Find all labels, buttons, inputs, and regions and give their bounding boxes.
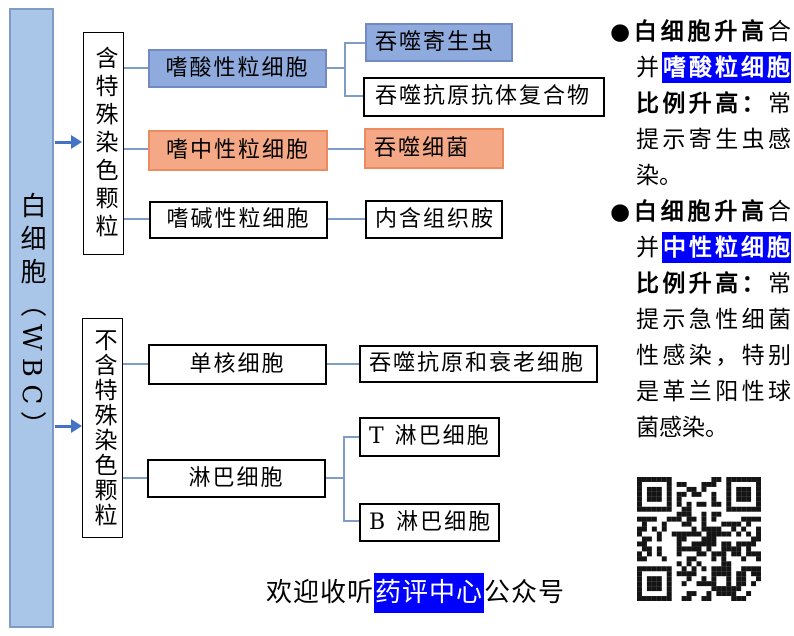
function-label: B 淋巴细胞 [369,509,493,535]
arrow-right-icon [71,419,82,433]
box-eosinophil: 嗜酸性粒细胞 [148,49,327,88]
connector-line [328,218,365,220]
group-label: 含特殊染色颗粒 [91,45,117,242]
note-paragraph-eosinophil: ●白细胞升高合并嗜酸粒细胞比例升高：常提示寄生虫感染。 [610,14,791,194]
note-bullet: ● [610,198,634,225]
function-label: 吞噬抗原抗体复合物 [375,84,592,109]
box-t-lymphocyte: T 淋巴细胞 [359,417,500,457]
group-label: 不含特殊染色颗粒 [90,328,116,528]
arrow-right-icon [55,141,72,144]
note-rest: 常提示寄生虫感染。 [636,91,791,189]
footer-pre: 欢迎收听 [266,578,375,608]
wbc-root-label: 白细胞（WBC） [16,191,46,445]
connector-line [344,42,346,97]
connector-line [123,363,148,365]
function-label: 吞噬细菌 [374,135,471,161]
connector-line [124,148,148,150]
box-contains-histamine: 内含组织胺 [365,200,503,239]
connector-line [344,95,363,97]
box-phagocytose-antigen-antibody-complex: 吞噬抗原抗体复合物 [363,77,605,117]
footer-post: 公众号 [484,578,566,608]
connector-line [124,218,149,220]
connector-line [124,67,148,69]
function-label: T 淋巴细胞 [369,424,491,449]
connector-line [343,436,359,438]
connector-line [326,477,343,479]
cell-label: 淋巴细胞 [188,465,285,491]
qr-code [637,477,761,601]
notes-panel: ●白细胞升高合并嗜酸粒细胞比例升高：常提示寄生虫感染。 ●白细胞升高合并中性粒细… [610,14,791,446]
box-monocyte: 单核细胞 [148,344,327,385]
footer-caption: 欢迎收听药评中心公众号 [266,572,566,613]
connector-line [343,520,359,522]
note-highlight: 嗜酸粒细胞 [662,52,791,83]
note-lead: 白细胞升高 [633,198,768,225]
cell-label: 嗜碱性粒细胞 [166,207,311,232]
box-basophil: 嗜碱性粒细胞 [149,201,328,239]
connector-line [327,363,359,365]
note-rest: 常提示急性细菌性感染，特别是革兰阳性球菌感染。 [636,271,791,441]
note-lead: 白细胞升高 [633,18,768,45]
group-box-with-granules: 含特殊染色颗粒 [83,32,124,255]
function-label: 吞噬寄生虫 [375,29,496,55]
function-label: 内含组织胺 [375,206,496,232]
cell-label: 嗜酸性粒细胞 [165,55,310,81]
group-box-without-granules: 不含特殊染色颗粒 [82,318,123,538]
function-label: 吞噬抗原和衰老细胞 [369,351,586,376]
connector-line [327,67,345,69]
note-paragraph-neutrophil: ●白细胞升高合并中性粒细胞比例升高：常提示急性细菌性感染，特别是革兰阳性球菌感染… [610,194,791,446]
cell-label: 嗜中性粒细胞 [165,137,310,163]
arrow-right-icon [55,425,72,428]
box-phagocytose-antigens-senescent-cells: 吞噬抗原和衰老细胞 [359,345,598,383]
connector-line [344,42,365,44]
box-b-lymphocyte: B 淋巴细胞 [359,503,500,542]
note-highlight: 中性粒细胞 [662,232,791,263]
box-neutrophil: 嗜中性粒细胞 [148,130,328,171]
connector-line [123,477,147,479]
note-mid: 合并 [636,199,791,261]
note-bullet: ● [610,18,634,45]
note-bold2: 比例升高： [636,270,768,297]
arrow-right-icon [71,135,82,149]
box-lymphocyte: 淋巴细胞 [147,459,326,498]
box-phagocytose-parasites: 吞噬寄生虫 [365,23,513,62]
connector-line [328,148,364,150]
wbc-root-box: 白细胞（WBC） [9,8,54,628]
connector-line [343,436,345,522]
cell-label: 单核细胞 [189,351,286,377]
note-bold2: 比例升高： [636,90,768,117]
footer-highlight: 药评中心 [374,573,485,613]
note-mid: 合并 [636,19,791,81]
box-phagocytose-bacteria: 吞噬细菌 [364,128,504,169]
